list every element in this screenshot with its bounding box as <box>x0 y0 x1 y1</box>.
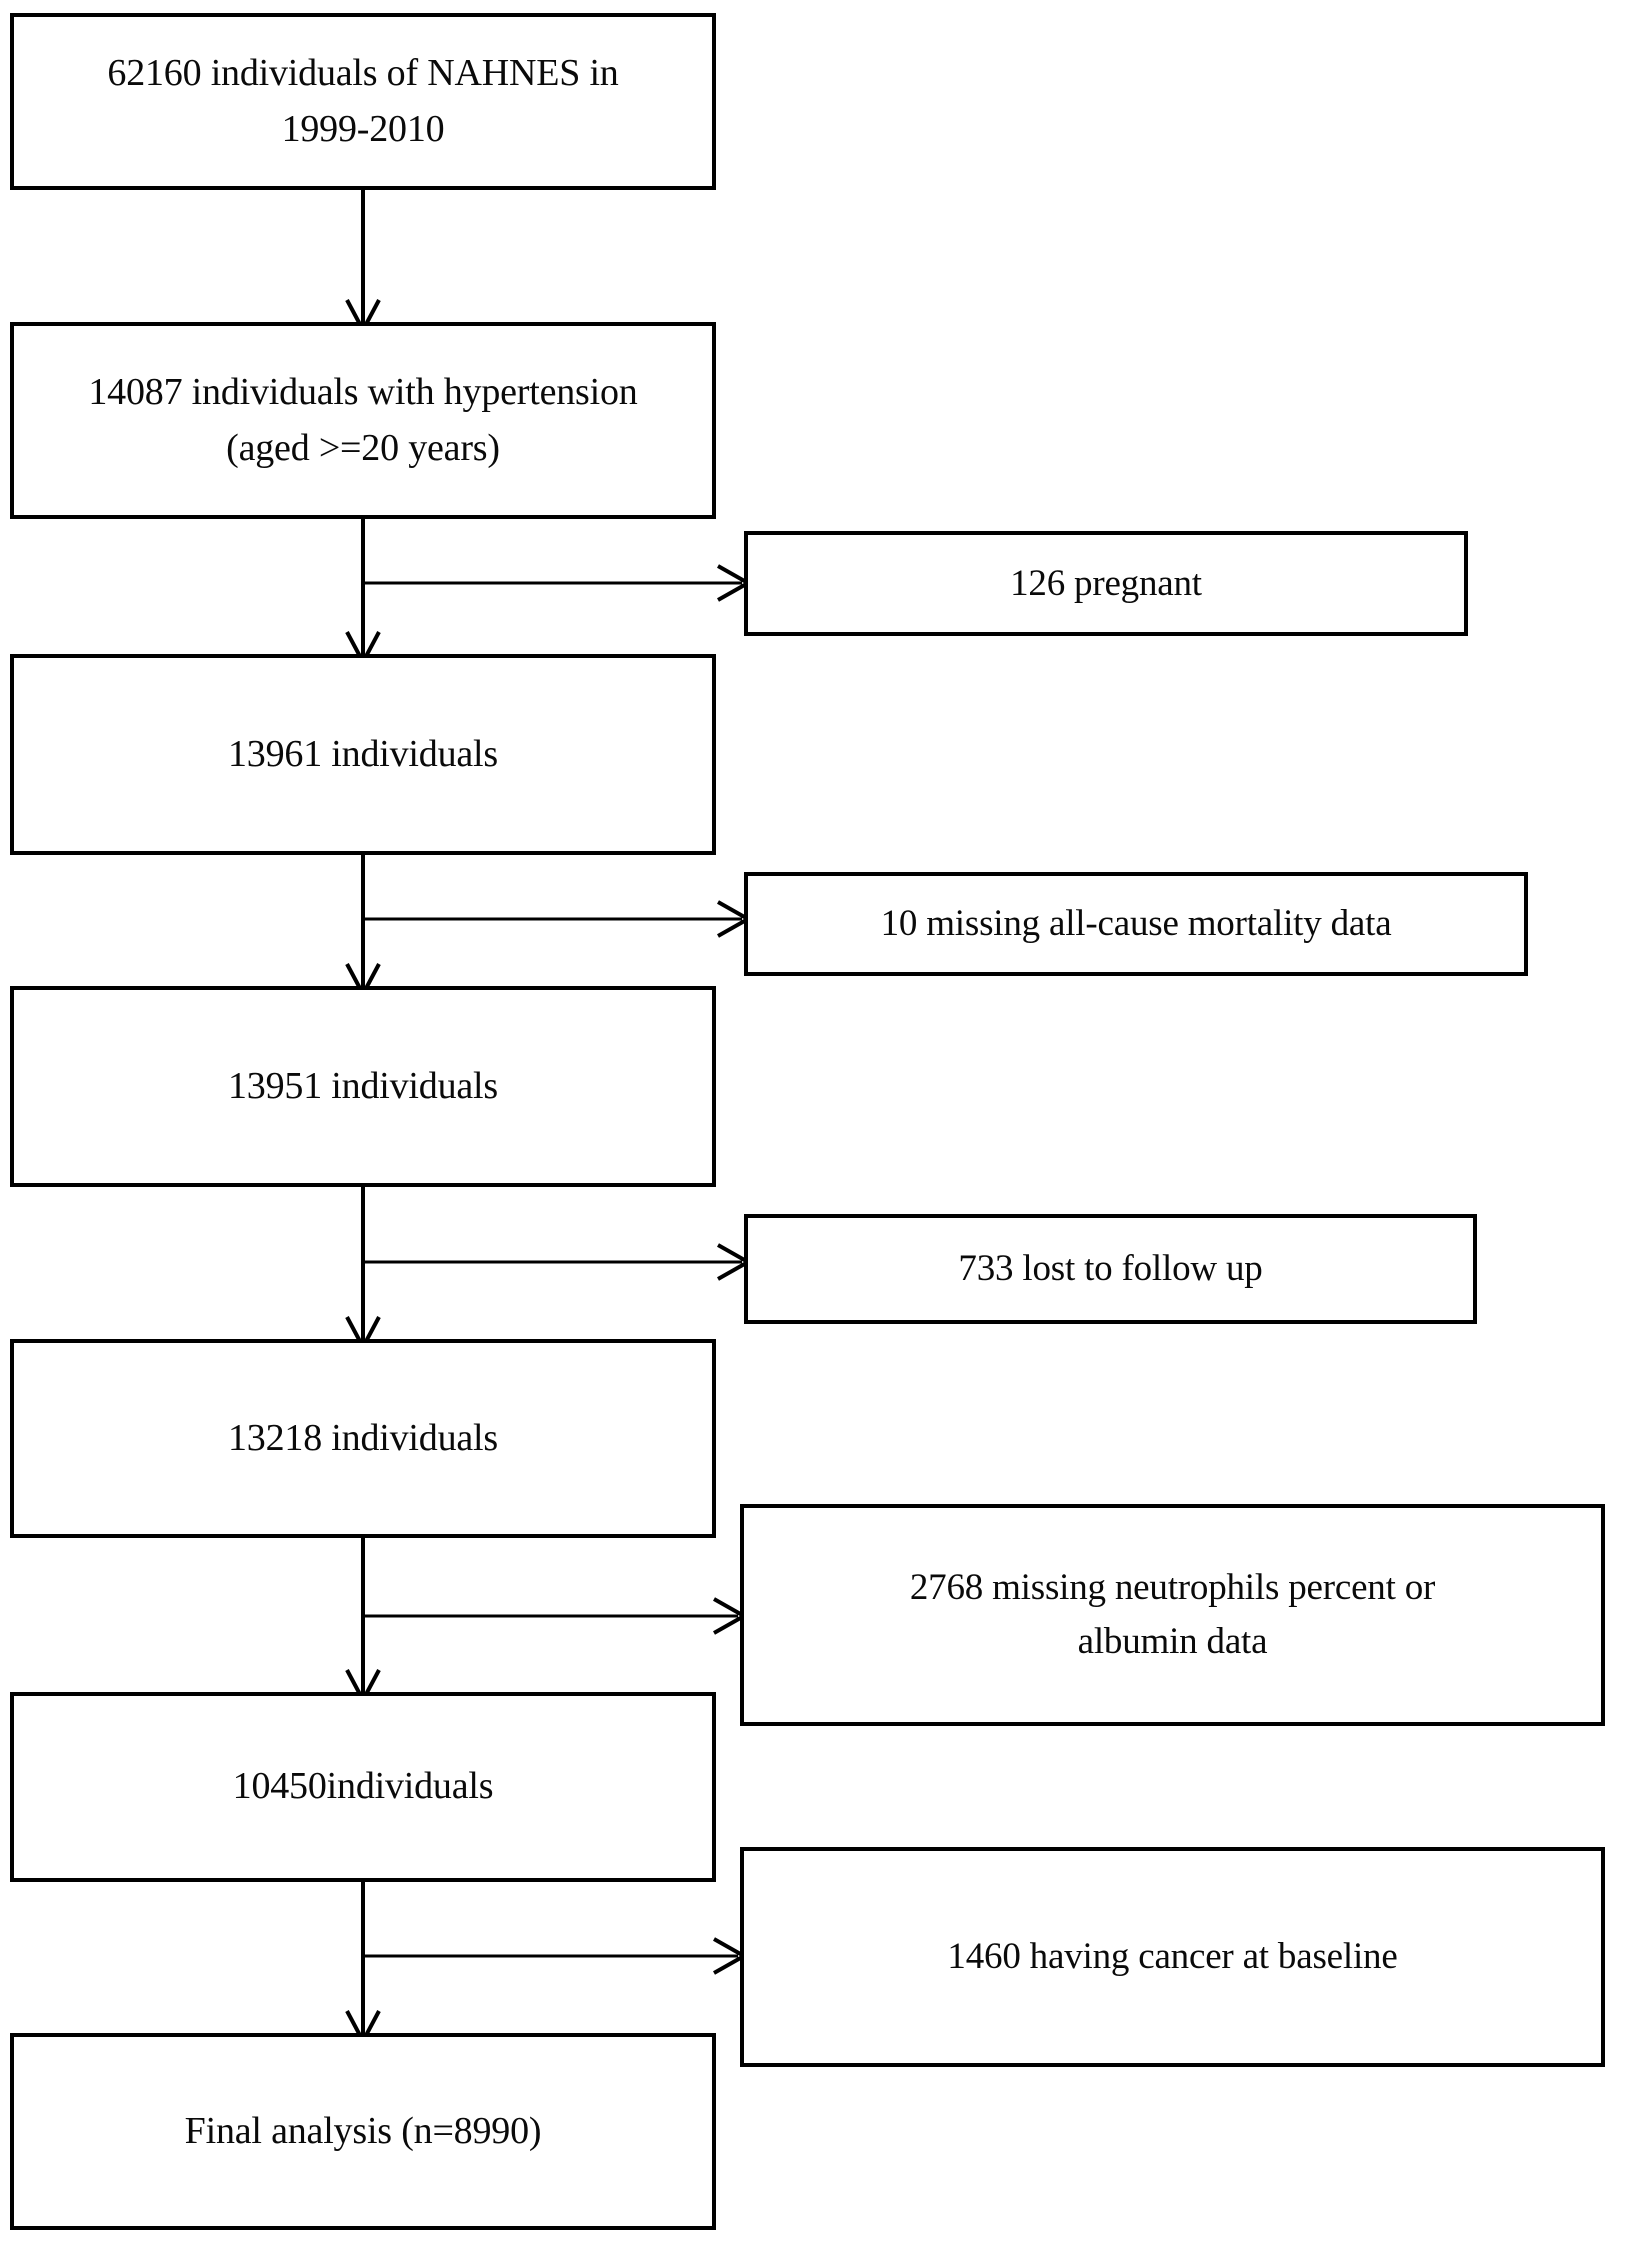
node-exclude-cancer: 1460 having cancer at baseline <box>740 1847 1605 2067</box>
connector-13218-to-next <box>345 1538 381 1705</box>
node-after-labs: 10450individuals <box>10 1692 716 1882</box>
connector-10450-to-final <box>345 1882 381 2046</box>
node-exclude-mortality: 10 missing all-cause mortality data <box>744 872 1528 976</box>
connector-13951-to-followup <box>363 1243 753 1281</box>
node-after-followup: 13218 individuals <box>10 1339 716 1538</box>
connector-hypertension-to-next <box>345 519 381 667</box>
connector-source-to-hypertension <box>345 190 381 335</box>
node-after-mortality: 13951 individuals <box>10 986 716 1187</box>
connector-13218-to-labs <box>363 1597 749 1635</box>
node-after-followup-label: 13218 individuals <box>228 1416 498 1459</box>
node-exclude-followup: 733 lost to follow up <box>744 1214 1477 1324</box>
node-exclude-pregnant: 126 pregnant <box>744 531 1468 636</box>
connector-13951-to-next <box>345 1187 381 1352</box>
node-hypertension: 14087 individuals with hypertension (age… <box>10 322 716 519</box>
connector-10450-to-cancer <box>363 1937 749 1975</box>
node-final-analysis: Final analysis (n=8990) <box>10 2033 716 2230</box>
node-source-population: 62160 individuals of NAHNES in 1999-2010 <box>10 13 716 190</box>
node-after-mortality-label: 13951 individuals <box>228 1064 498 1107</box>
node-exclude-labs-label: 2768 missing neutrophils percent or albu… <box>909 1567 1436 1662</box>
connector-13961-to-mortality <box>363 900 753 938</box>
node-exclude-followup-label: 733 lost to follow up <box>958 1248 1263 1290</box>
node-exclude-pregnant-label: 126 pregnant <box>1010 562 1202 604</box>
node-after-pregnant-label: 13961 individuals <box>228 732 498 775</box>
connector-hypertension-to-pregnant <box>363 564 753 602</box>
node-exclude-cancer-label: 1460 having cancer at baseline <box>947 1936 1398 1978</box>
node-after-labs-label: 10450individuals <box>232 1765 494 1808</box>
node-after-pregnant: 13961 individuals <box>10 654 716 855</box>
node-source-population-label: 62160 individuals of NAHNES in 1999-2010 <box>107 52 619 150</box>
node-exclude-labs: 2768 missing neutrophils percent or albu… <box>740 1504 1605 1726</box>
node-hypertension-label: 14087 individuals with hypertension (age… <box>88 371 638 469</box>
node-final-analysis-label: Final analysis (n=8990) <box>184 2109 542 2152</box>
node-exclude-mortality-label: 10 missing all-cause mortality data <box>880 903 1392 945</box>
connector-13961-to-next <box>345 855 381 999</box>
